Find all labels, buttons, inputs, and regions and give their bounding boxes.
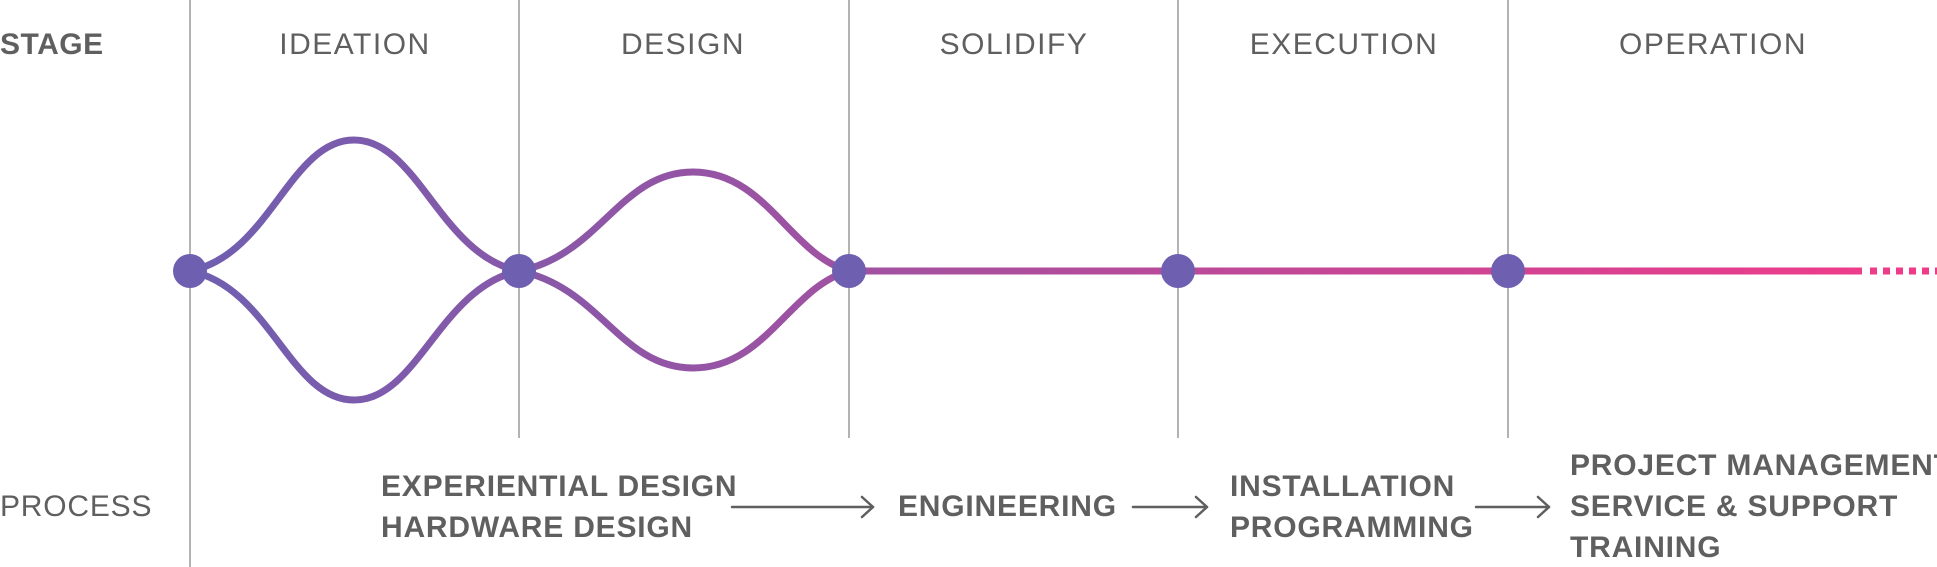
process-service-support: SERVICE & SUPPORT bbox=[1570, 490, 1898, 523]
process-group-operation: PROJECT MANAGEMENT SERVICE & SUPPORT TRA… bbox=[1570, 449, 1937, 564]
process-programming: PROGRAMMING bbox=[1230, 511, 1474, 544]
node-ideation-start bbox=[173, 254, 207, 288]
stage-ideation: IDEATION bbox=[279, 28, 430, 61]
arrow-right-icon bbox=[730, 495, 875, 519]
stage-design: DESIGN bbox=[621, 28, 745, 61]
process-engineering: ENGINEERING bbox=[898, 490, 1117, 523]
process-project-management: PROJECT MANAGEMENT bbox=[1570, 449, 1937, 482]
process-group-installation: INSTALLATION PROGRAMMING bbox=[1230, 470, 1474, 544]
design-upper-branch bbox=[515, 168, 853, 275]
arrow-right-icon bbox=[1131, 495, 1209, 519]
design-lower-branch bbox=[515, 267, 853, 372]
node-solidify-start bbox=[832, 254, 866, 288]
stage-solidify: SOLIDIFY bbox=[940, 28, 1089, 61]
process-arrows bbox=[730, 495, 1551, 519]
process-experiential-design: EXPERIENTIAL DESIGN bbox=[381, 470, 737, 503]
node-design-start bbox=[502, 254, 536, 288]
process-row-label: PROCESS bbox=[0, 490, 152, 523]
process-group-engineering: ENGINEERING bbox=[898, 490, 1117, 523]
stage-execution: EXECUTION bbox=[1250, 28, 1439, 61]
stage-row-label: STAGE bbox=[0, 28, 104, 61]
arrow-right-icon bbox=[1474, 495, 1551, 519]
stage-nodes bbox=[173, 254, 1525, 288]
process-installation: INSTALLATION bbox=[1230, 470, 1455, 503]
flow-lines bbox=[186, 136, 1937, 404]
process-group-design: EXPERIENTIAL DESIGN HARDWARE DESIGN bbox=[381, 470, 737, 544]
process-training: TRAINING bbox=[1570, 531, 1721, 564]
node-operation-start bbox=[1491, 254, 1525, 288]
process-hardware-design: HARDWARE DESIGN bbox=[381, 511, 693, 544]
ideation-upper-branch bbox=[186, 136, 523, 275]
stage-operation: OPERATION bbox=[1619, 28, 1807, 61]
ideation-lower-branch bbox=[186, 267, 523, 404]
node-execution-start bbox=[1161, 254, 1195, 288]
